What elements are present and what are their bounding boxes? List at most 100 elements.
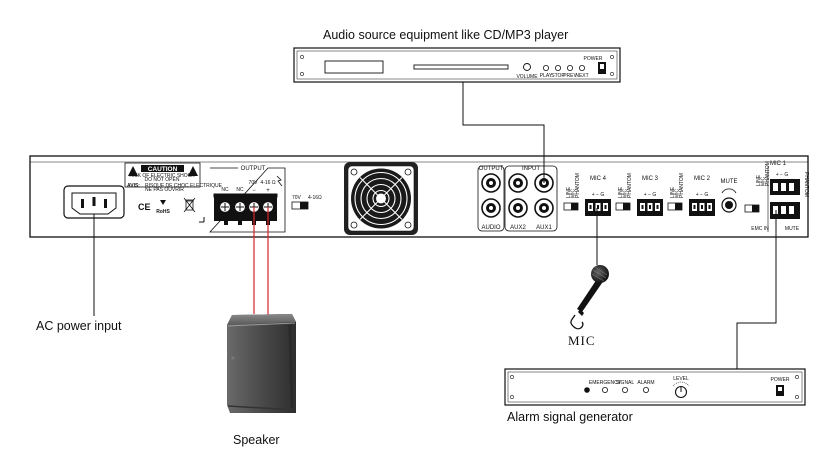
mute-label: MUTE bbox=[721, 179, 738, 185]
alarm-button-2[interactable] bbox=[622, 386, 629, 393]
plus-label: + bbox=[266, 188, 270, 194]
audio-source-label: Audio source equipment like CD/MP3 playe… bbox=[323, 28, 569, 42]
mic4-label: MIC 4 bbox=[590, 176, 607, 182]
alarm-k3-label: ALARM bbox=[637, 380, 654, 386]
mic1-mic-label: MIC bbox=[761, 176, 767, 186]
rca-section: OUTPUT INPUT bbox=[477, 165, 558, 232]
mic1-label: MIC 1 bbox=[770, 161, 787, 167]
mic1-side-label: PHANTOM bbox=[803, 172, 809, 197]
mic4-line-label: LINE bbox=[566, 186, 572, 198]
rca-aux2-jack-top[interactable] bbox=[508, 173, 528, 193]
rca-aux2-jack-bottom[interactable] bbox=[508, 198, 528, 218]
cd-display bbox=[324, 60, 384, 74]
alarm-button-1[interactable] bbox=[602, 386, 609, 393]
caution-label: CAUTION RISK OF ELECTRIC SHOCK DO NOT OP… bbox=[124, 162, 223, 193]
switch-ohm-label: 4-16Ω bbox=[308, 195, 322, 201]
cd-stop-label: STOP bbox=[551, 73, 565, 79]
mic3-mic-label: MIC bbox=[623, 188, 629, 198]
alarm-level-knob[interactable]: LEVEL bbox=[672, 376, 690, 399]
cd-play-button[interactable] bbox=[543, 65, 550, 72]
speaker-label: Speaker bbox=[233, 433, 280, 447]
mic3-pins-label: + − G bbox=[644, 192, 657, 198]
mic1-line-label: LINE bbox=[756, 174, 762, 186]
mic2-label: MIC 2 bbox=[694, 176, 711, 182]
ce-mark: CE bbox=[138, 202, 151, 212]
amplifier-rear-panel: CAUTION RISK OF ELECTRIC SHOCK DO NOT OP… bbox=[29, 155, 809, 238]
minus-label: − bbox=[252, 188, 256, 194]
cd-stop-button[interactable] bbox=[555, 65, 562, 72]
mic2-channel: MIC 2 LINE MIC PHANTOM + − G bbox=[667, 173, 715, 216]
output-section-title: OUTPUT bbox=[241, 166, 266, 172]
cd-player: VOLUME PLAY STOP PREV NEXT POWER bbox=[293, 47, 621, 83]
alarm-k1-label: EMERGENCY bbox=[589, 380, 622, 386]
mic1-channel: MIC 1 + − G LINE MIC PHANTOM EMC IN MUTE… bbox=[744, 161, 809, 232]
ac-power-inlet[interactable] bbox=[63, 185, 125, 219]
connection-wires bbox=[93, 82, 777, 369]
mic4-pins-label: + − G bbox=[592, 192, 605, 198]
cd-prev-button[interactable] bbox=[567, 65, 574, 72]
mic4-phantom-label: PHANTOM bbox=[575, 173, 581, 198]
alarm-k4-label: LEVEL bbox=[673, 376, 689, 382]
ohm-label: 4-16 Ω bbox=[260, 180, 275, 186]
rca-output-title: OUTPUT bbox=[479, 166, 504, 172]
cd-next-button[interactable] bbox=[579, 65, 586, 72]
mic4-mic-label: MIC bbox=[571, 188, 577, 198]
mic1-pins-label: + − G bbox=[776, 172, 789, 178]
cooling-fan bbox=[344, 162, 418, 235]
nc1-label: NC bbox=[221, 187, 229, 193]
cd-power-label: POWER bbox=[584, 56, 603, 62]
mute-terminal-label: MUTE bbox=[785, 226, 800, 232]
impedance-switch[interactable]: 70V 4-16Ω bbox=[291, 195, 322, 210]
speaker-cabinet bbox=[227, 314, 296, 413]
cd-disc-slot bbox=[413, 64, 509, 70]
cd-volume-knob[interactable] bbox=[523, 63, 531, 71]
mic4-channel: MIC 4 LINE MIC PHANTOM + − G bbox=[563, 173, 611, 216]
v70-label: 70V bbox=[249, 180, 259, 186]
alarm-generator: EMERGENCY SIGNAL ALARM LEVEL POWER bbox=[504, 368, 806, 406]
switch-70v-label: 70V bbox=[292, 195, 302, 201]
wire-alarm-to-emc bbox=[736, 210, 777, 369]
mic3-phantom-label: PHANTOM bbox=[627, 173, 633, 198]
mic3-line-label: LINE bbox=[618, 186, 624, 198]
mic3-channel: MIC 3 LINE MIC PHANTOM + − G bbox=[615, 173, 663, 216]
audio-label: AUDIO bbox=[481, 225, 500, 231]
alarm-button-3[interactable] bbox=[643, 386, 650, 393]
cd-knob-label: VOLUME bbox=[516, 74, 538, 80]
mic2-pins-label: + − G bbox=[696, 192, 709, 198]
alarm-power-label: POWER bbox=[771, 377, 790, 383]
rca-output-jack-top[interactable] bbox=[481, 173, 501, 193]
avis-sub1: RISQUE DE CHOC ELECTRIQUE bbox=[145, 183, 223, 189]
avis-text: AVIS: bbox=[127, 183, 140, 189]
rca-aux1-jack-bottom[interactable] bbox=[534, 198, 554, 218]
rohs-text: RoHS bbox=[156, 209, 170, 215]
wire-cd-to-aux1 bbox=[462, 82, 545, 183]
weee-bin-icon bbox=[183, 197, 196, 213]
rohs-mark: RoHS bbox=[156, 200, 170, 215]
alarm-generator-label: Alarm signal generator bbox=[507, 410, 633, 424]
mic2-phantom-label: PHANTOM bbox=[679, 173, 685, 198]
alarm-led bbox=[584, 387, 590, 393]
mic2-line-label: LINE bbox=[670, 186, 676, 198]
mic2-mic-label: MIC bbox=[675, 188, 681, 198]
caution-sub1: RISK OF ELECTRIC SHOCK bbox=[129, 173, 195, 179]
aux2-label: AUX2 bbox=[510, 225, 526, 231]
rca-output-jack-bottom[interactable] bbox=[481, 198, 501, 218]
emc-in-label: EMC IN bbox=[751, 226, 769, 232]
avis-sub2: NE PAS OUVRIR bbox=[145, 187, 184, 193]
mute-control[interactable]: MUTE bbox=[721, 179, 738, 213]
nc2-label: NC bbox=[236, 187, 244, 193]
mic1-phantom-label: PHANTOM bbox=[765, 161, 771, 186]
speaker-output-section: OUTPUT NC NC 70V 4-16 Ω − + bbox=[209, 166, 286, 233]
alarm-k2-label: SIGNAL bbox=[616, 380, 635, 386]
ac-power-label: AC power input bbox=[36, 319, 122, 333]
cd-next-label: NEXT bbox=[575, 73, 588, 79]
mic-label: MIC bbox=[568, 333, 596, 348]
aux1-label: AUX1 bbox=[536, 225, 552, 231]
caution-sub2: DO NOT OPEN bbox=[145, 177, 180, 183]
rca-input-title: INPUT bbox=[522, 166, 540, 172]
microphone-icon bbox=[570, 265, 609, 330]
mic3-label: MIC 3 bbox=[642, 176, 659, 182]
cd-prev-label: PREV bbox=[563, 73, 577, 79]
cd-play-label: PLAY bbox=[540, 73, 553, 79]
